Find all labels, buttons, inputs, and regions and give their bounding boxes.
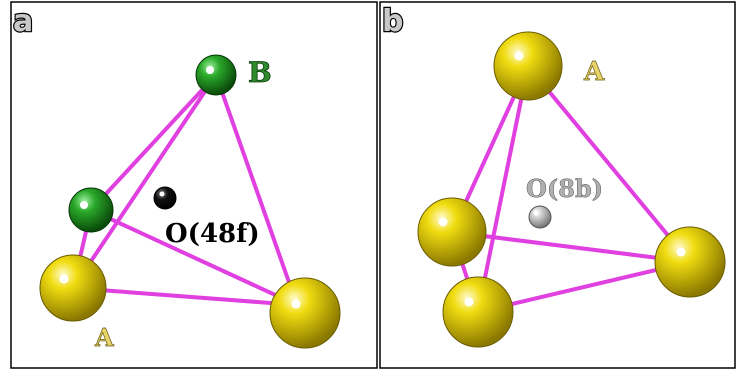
atom-a-left [417,197,487,267]
atom-o-48f [153,186,177,210]
panel-b-label: b [382,4,403,39]
atom-highlight [676,247,686,257]
bond-a-a [526,64,692,264]
atom-b-left [68,187,114,233]
atom-a-left [39,254,107,322]
bond-b-a3 [89,208,299,307]
atom-highlight [438,217,448,227]
label-a: A [583,57,605,87]
bond-a-a [71,286,299,307]
panel-b: b A O(8b) [381,3,726,348]
panel-a: a B O(48f) A [12,3,341,352]
atom-highlight [533,210,539,216]
label-a: A [94,323,114,352]
atom-highlight [514,51,524,61]
atom-b-top [195,54,237,96]
bond-a-a [450,230,692,264]
panel-a-bonds [71,73,299,307]
bond-a-a [476,260,692,314]
bond-b-b [89,73,218,212]
bond-b-a [71,73,218,290]
label-o-48f: O(48f) [165,219,260,249]
atom-highlight [59,274,69,284]
atom-highlight [464,297,474,307]
label-b: B [248,56,272,89]
atom-highlight [80,201,88,209]
atom-a-top [493,31,563,101]
atom-a-bottom [442,276,514,348]
atom-o-8b [528,205,552,229]
atom-highlight [159,191,165,197]
bond-a-a [476,64,530,314]
panel-a-label: a [13,4,33,39]
atom-highlight [291,299,301,309]
atom-a-right [654,226,726,298]
bond-b-a2 [214,73,299,307]
atom-a-right [269,277,341,349]
atom-highlight [206,66,214,74]
label-o-8b: O(8b) [526,174,603,203]
